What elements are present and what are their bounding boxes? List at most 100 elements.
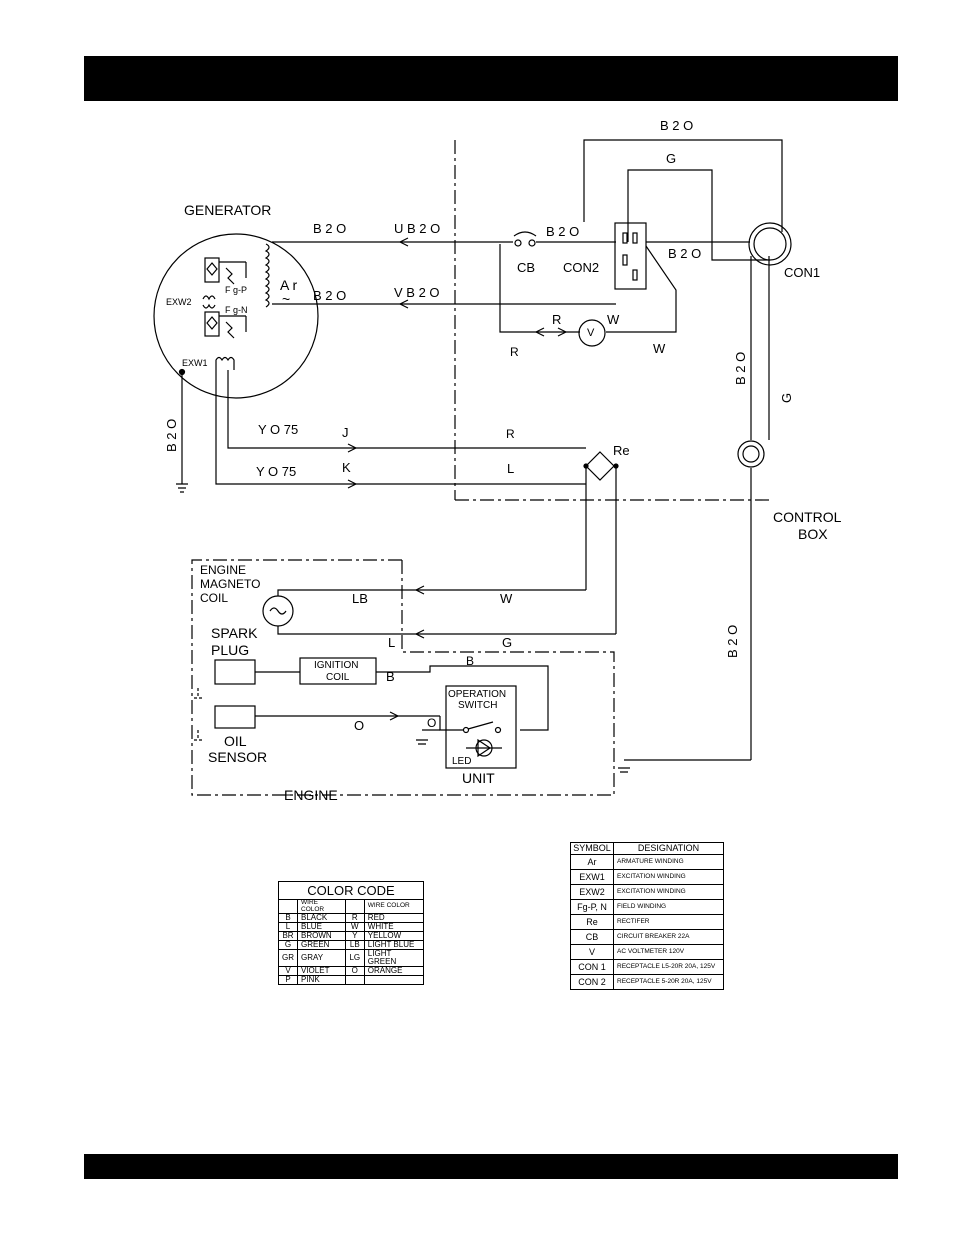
o-wire-label: O bbox=[354, 718, 364, 733]
r-low-label: R bbox=[510, 345, 519, 359]
lb-label: LB bbox=[352, 591, 368, 606]
unit-label: UNIT bbox=[462, 770, 495, 786]
color-code-color: LIGHT GREEN bbox=[363, 949, 425, 967]
v-meter-label: V bbox=[587, 327, 595, 339]
wires-exciter bbox=[215, 385, 765, 634]
designation-cell: ARMATURE WINDING bbox=[613, 854, 724, 870]
designation-cell: RECEPTACLE 5-20R 20A, 125V bbox=[613, 974, 724, 990]
designation-header: DESIGNATION bbox=[613, 842, 724, 855]
spark-plug-label-2: PLUG bbox=[211, 642, 249, 658]
designation-cell: EXCITATION WINDING bbox=[613, 869, 724, 885]
magneto-label-2: MAGNETO bbox=[200, 577, 260, 591]
u-b20-label: U B 2 O bbox=[394, 221, 440, 236]
j-label: J bbox=[342, 425, 349, 440]
l-k-label: L bbox=[507, 461, 514, 476]
b20-u-left-label: B 2 O bbox=[313, 221, 346, 236]
yo75-j-label: Y O 75 bbox=[258, 422, 298, 437]
color-code-symbol: P bbox=[278, 975, 298, 985]
ar-label: A r bbox=[280, 277, 297, 293]
color-code-title: COLOR CODE bbox=[278, 881, 424, 900]
color-code-color: ORANGE bbox=[363, 966, 425, 976]
spark-plug-label-1: SPARK bbox=[211, 625, 258, 641]
b20-right-label: B 2 O bbox=[733, 352, 748, 385]
control-box-label-1: CONTROL bbox=[773, 509, 842, 525]
b20-lower-label: B 2 O bbox=[725, 625, 740, 658]
b-top-label: B bbox=[466, 654, 474, 668]
magneto-label-3: COIL bbox=[200, 591, 228, 605]
fgn-label: F g-N bbox=[225, 305, 248, 315]
magneto-label-1: ENGINE bbox=[200, 563, 246, 577]
b20-left-label: B 2 O bbox=[164, 419, 179, 452]
color-code-color: GRAY bbox=[297, 949, 346, 967]
generator-label: GENERATOR bbox=[184, 202, 271, 218]
exw1-label: EXW1 bbox=[182, 358, 208, 368]
color-code-symbol: G bbox=[278, 940, 298, 950]
b20-con-label: B 2 O bbox=[668, 246, 701, 261]
w-low-label: W bbox=[653, 341, 666, 356]
designation-cell: RECTIFER bbox=[613, 914, 724, 930]
circuit-breaker bbox=[513, 231, 537, 247]
operation-switch-label-1: OPERATION bbox=[448, 689, 506, 700]
o-switch-label: O bbox=[427, 716, 436, 730]
r-volt-label: R bbox=[552, 312, 561, 327]
yo75-k-label: Y O 75 bbox=[256, 464, 296, 479]
engine-label: ENGINE bbox=[284, 787, 338, 803]
symbol-cell: EXW1 bbox=[570, 869, 614, 885]
symbol-header: SYMBOL bbox=[570, 842, 614, 855]
led-label: LED bbox=[452, 756, 471, 767]
oil-sensor-label-2: SENSOR bbox=[208, 749, 267, 765]
engine-boundary bbox=[191, 559, 615, 796]
symbol-cell: Ar bbox=[570, 854, 614, 870]
b-ign-label: B bbox=[386, 669, 395, 684]
v-b20-label: V B 2 O bbox=[394, 285, 440, 300]
voltmeter bbox=[578, 319, 606, 347]
color-code-symbol bbox=[344, 975, 365, 985]
generator-ground bbox=[176, 368, 188, 493]
color-code-header: WIRE COLOR bbox=[297, 899, 346, 914]
color-code-header: WIRE COLOR bbox=[363, 899, 425, 914]
color-code-symbol: LB bbox=[344, 940, 365, 950]
receptacle-con1 bbox=[748, 222, 792, 266]
color-code-color: GREEN bbox=[297, 940, 346, 950]
footer-bar bbox=[84, 1154, 898, 1179]
designation-cell: EXCITATION WINDING bbox=[613, 884, 724, 900]
wire-arrows bbox=[347, 237, 567, 721]
g-right-label: G bbox=[779, 393, 794, 403]
color-code-symbol: GR bbox=[278, 949, 298, 967]
r-j-label: R bbox=[506, 427, 515, 441]
color-code-color bbox=[363, 975, 425, 985]
con1-label: CON1 bbox=[784, 265, 820, 280]
symbol-cell: CON 2 bbox=[570, 974, 614, 990]
b20-v-left-label: B 2 O bbox=[313, 288, 346, 303]
w-mag-label: W bbox=[500, 591, 513, 606]
ignition-coil-label-2: COIL bbox=[326, 672, 350, 683]
oil-sensor-label-1: OIL bbox=[224, 733, 247, 749]
l-mag-label: L bbox=[388, 635, 395, 650]
header-bar bbox=[84, 56, 898, 101]
re-label: Re bbox=[613, 443, 630, 458]
fgp-label: F g-P bbox=[225, 285, 247, 295]
color-code-color: PINK bbox=[297, 975, 346, 985]
designation-cell: AC VOLTMETER 120V bbox=[613, 944, 724, 960]
color-code-symbol: O bbox=[344, 966, 365, 976]
symbol-cell: EXW2 bbox=[570, 884, 614, 900]
designation-cell: RECEPTACLE L5-20R 20A, 125V bbox=[613, 959, 724, 975]
control-box-label-2: BOX bbox=[798, 526, 828, 542]
operation-switch-label-2: SWITCH bbox=[458, 700, 497, 711]
